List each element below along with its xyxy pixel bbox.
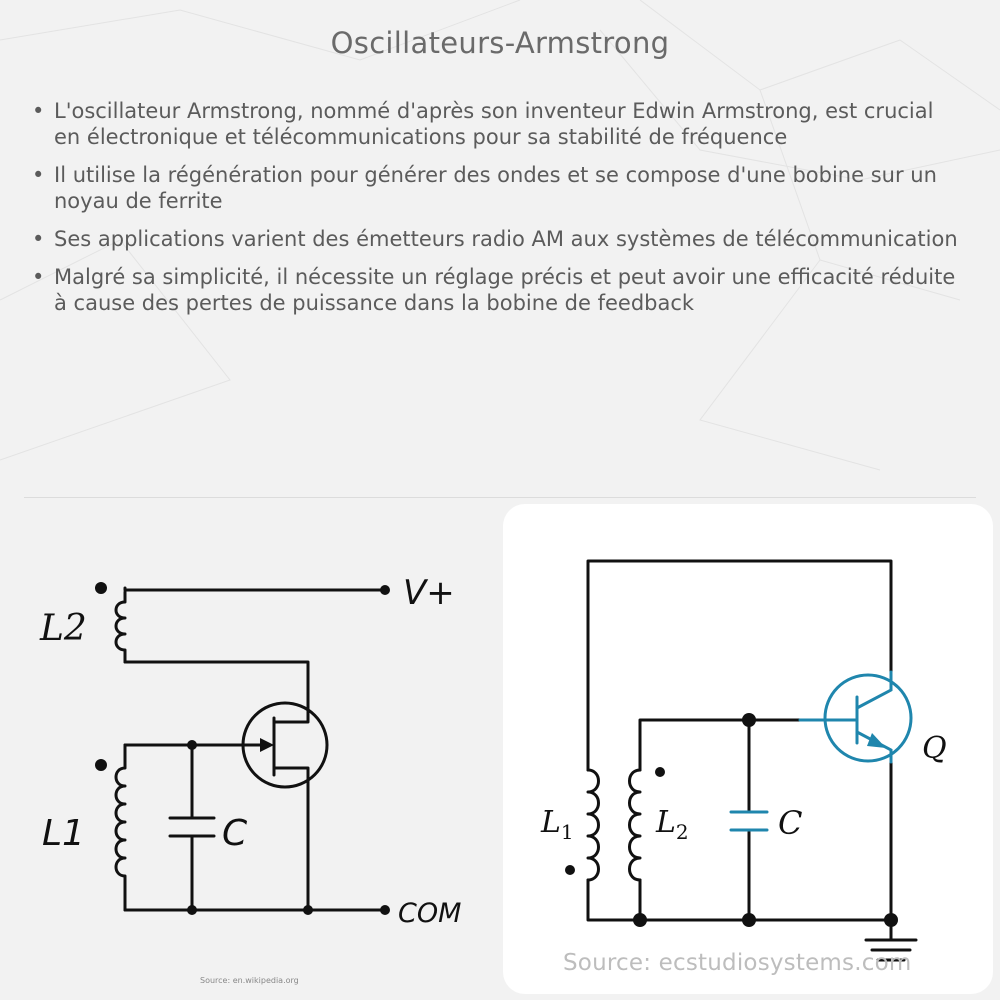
label-l1: L1 [42, 813, 85, 854]
label-c: C [222, 813, 248, 854]
bullet-marker: • [32, 163, 45, 187]
polarity-dot [95, 582, 107, 594]
transistor-collector [855, 670, 893, 710]
bullet-item: • Malgré sa simplicité, il nécessite un r… [30, 264, 960, 316]
label-l2-sub: 2 [676, 820, 689, 844]
wire [586, 878, 893, 922]
wire [586, 559, 893, 772]
label-l2: L2 [39, 608, 87, 649]
wire [123, 660, 310, 710]
polarity-dot [565, 865, 575, 875]
junction-dot [187, 740, 197, 750]
transistor-circle [823, 673, 913, 763]
terminal-dot [380, 585, 390, 595]
inductor-l1 [114, 743, 127, 912]
terminal-dot [380, 905, 390, 915]
transistor-emitter-arrow [867, 733, 886, 748]
bullet-text: Il utilise la régénération pour générer … [54, 163, 937, 213]
polarity-dot [95, 759, 107, 771]
bullet-marker: • [32, 265, 45, 289]
bullet-item: • L'oscillateur Armstrong, nommé d'après … [30, 98, 960, 150]
transistor-emitter [855, 730, 893, 764]
bullet-marker: • [32, 227, 45, 251]
label-com: COM [398, 898, 461, 929]
junction-dot [187, 905, 197, 915]
bullet-list: • L'oscillateur Armstrong, nommé d'après … [30, 98, 960, 328]
jfet-gate-arrow [260, 738, 274, 752]
page-title: Oscillateurs-Armstrong [330, 26, 670, 60]
wire [123, 586, 387, 592]
bullet-item: • Il utilise la régénération pour générer… [30, 162, 960, 214]
label-l1-sub: 1 [561, 820, 574, 844]
label-l2-main: L [655, 805, 676, 840]
label-vplus: V+ [403, 573, 455, 613]
junction-dot [742, 713, 756, 727]
bullet-text: Malgré sa simplicité, il nécessite un ré… [54, 265, 956, 315]
bullet-item: • Ses applications varient des émetteurs … [30, 226, 960, 252]
inductor-l2 [628, 768, 642, 882]
source-caption-left: Source: en.wikipedia.org [200, 976, 299, 985]
junction-dot [303, 905, 313, 915]
label-c: C [778, 804, 802, 842]
junction-dot [633, 913, 647, 927]
inductor-l2 [114, 590, 127, 664]
label-l1-main: L [540, 805, 561, 840]
wire [638, 718, 802, 772]
bullet-text: Ses applications varient des émetteurs r… [54, 227, 958, 251]
left-circuit-diagram: L2 L1 C V+ COM [39, 573, 461, 929]
source-caption-right: Source: ecstudiosystems.com [563, 950, 912, 976]
bullet-text: L'oscillateur Armstrong, nommé d'après s… [54, 99, 934, 149]
junction-dot [742, 913, 756, 927]
inductor-l1 [586, 768, 600, 882]
bullet-marker: • [32, 99, 45, 123]
background-network-lines [0, 0, 1000, 471]
label-q: Q [922, 731, 947, 766]
label-l2: L2 [655, 805, 689, 844]
label-l1: L1 [540, 805, 574, 844]
junction-dot [884, 913, 898, 927]
section-divider [24, 497, 976, 498]
polarity-dot [655, 767, 665, 777]
